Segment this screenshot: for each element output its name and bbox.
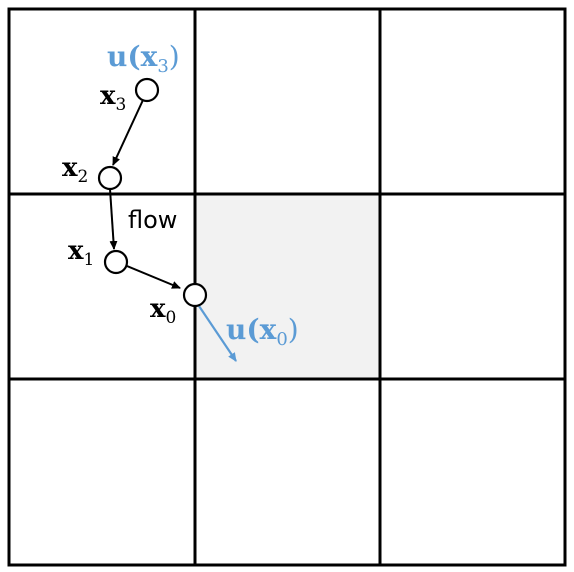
particles [97,77,208,308]
label-x2: x2 [62,153,88,187]
velocity-label-x3: u(x3) [107,40,180,77]
arrow-x3-to-x2 [112,99,144,166]
grid-border [7,7,567,567]
particle-x0 [182,282,208,308]
particle-x3 [134,77,160,103]
velocity-label-x0: u(x0) [226,313,299,350]
flow-label: flow [128,206,177,234]
arrow-x1-to-x0 [126,265,181,289]
particle-x2 [97,165,123,191]
label-x3: x3 [100,81,126,115]
arrow-x2-to-x1 [109,188,118,250]
particle-x1 [103,249,129,275]
label-x1: x1 [68,236,94,270]
label-x0: x0 [150,294,176,328]
highlighted-cell [195,194,380,379]
trajectory [109,99,181,289]
velocity-arrow-x0 [198,305,237,362]
grid [7,7,567,567]
